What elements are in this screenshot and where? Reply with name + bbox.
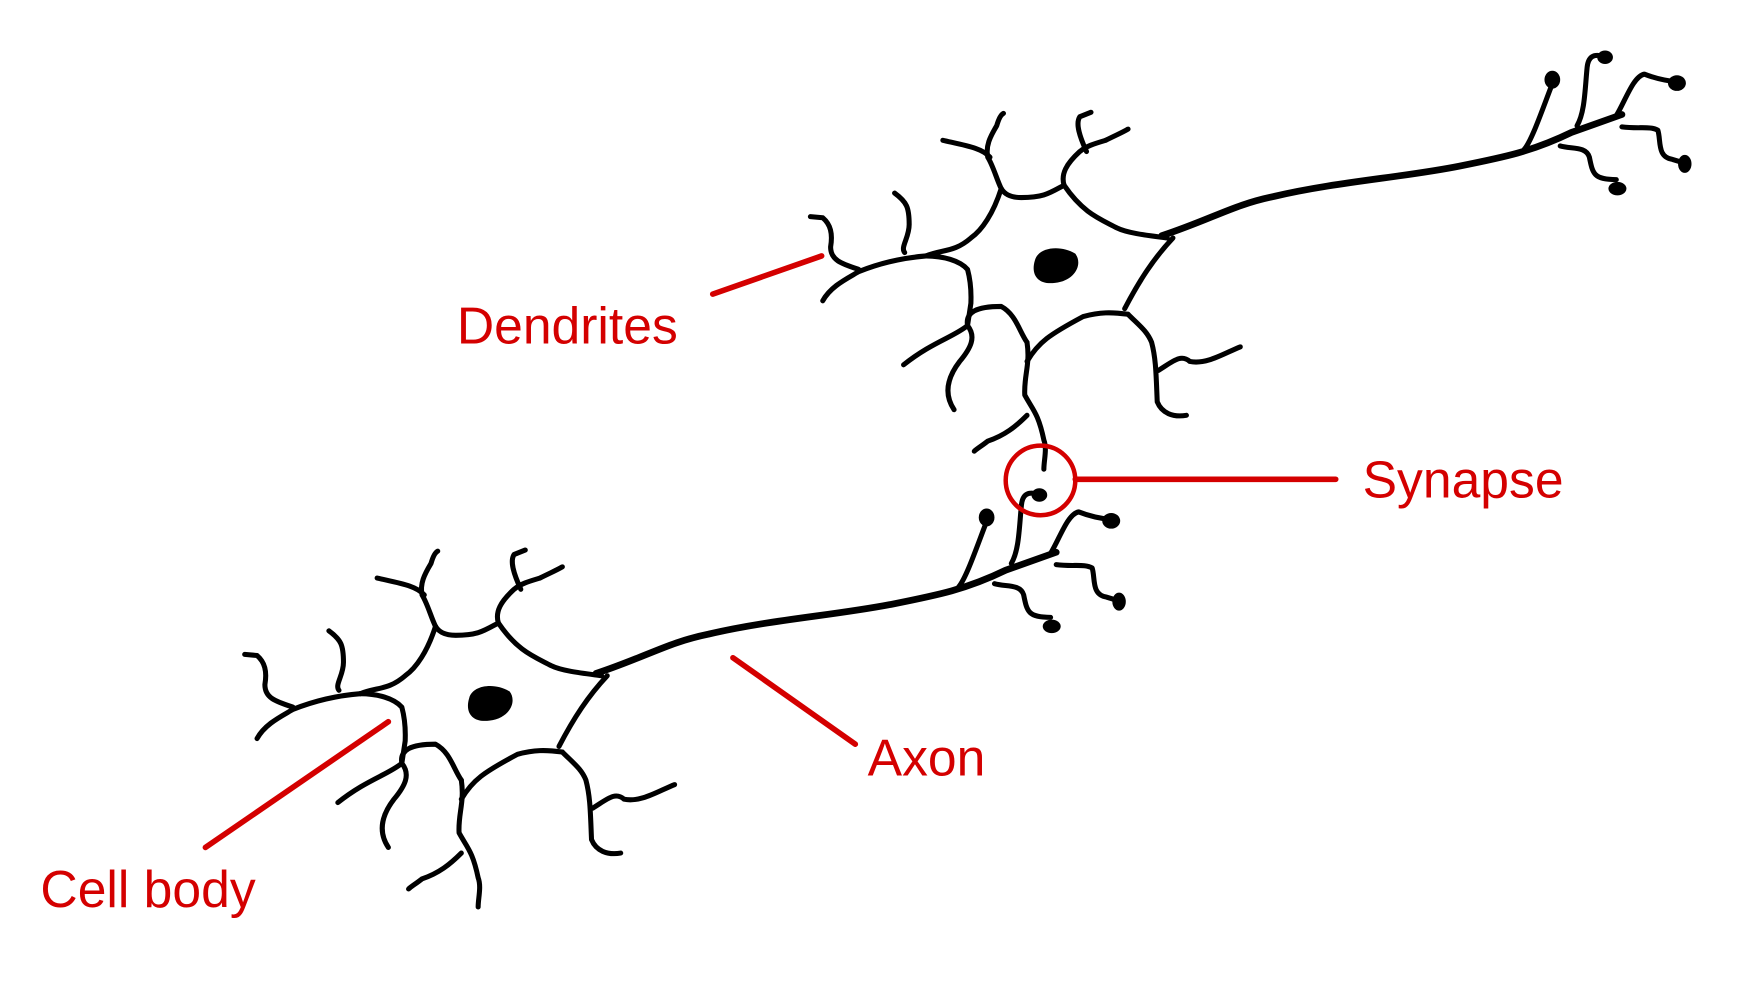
lower-neuron <box>245 488 1126 907</box>
dendrites-label: Dendrites <box>457 296 678 354</box>
cell-body-label: Cell body <box>40 860 255 918</box>
axon-label: Axon <box>868 729 986 787</box>
dendrites-pointer-line <box>709 253 825 297</box>
axon-pointer-line <box>730 654 859 747</box>
synapse-label: Synapse <box>1363 450 1564 508</box>
cell-body-pointer-line <box>202 718 392 851</box>
upper-neuron <box>810 51 1691 470</box>
synapse-circle <box>1003 443 1078 518</box>
